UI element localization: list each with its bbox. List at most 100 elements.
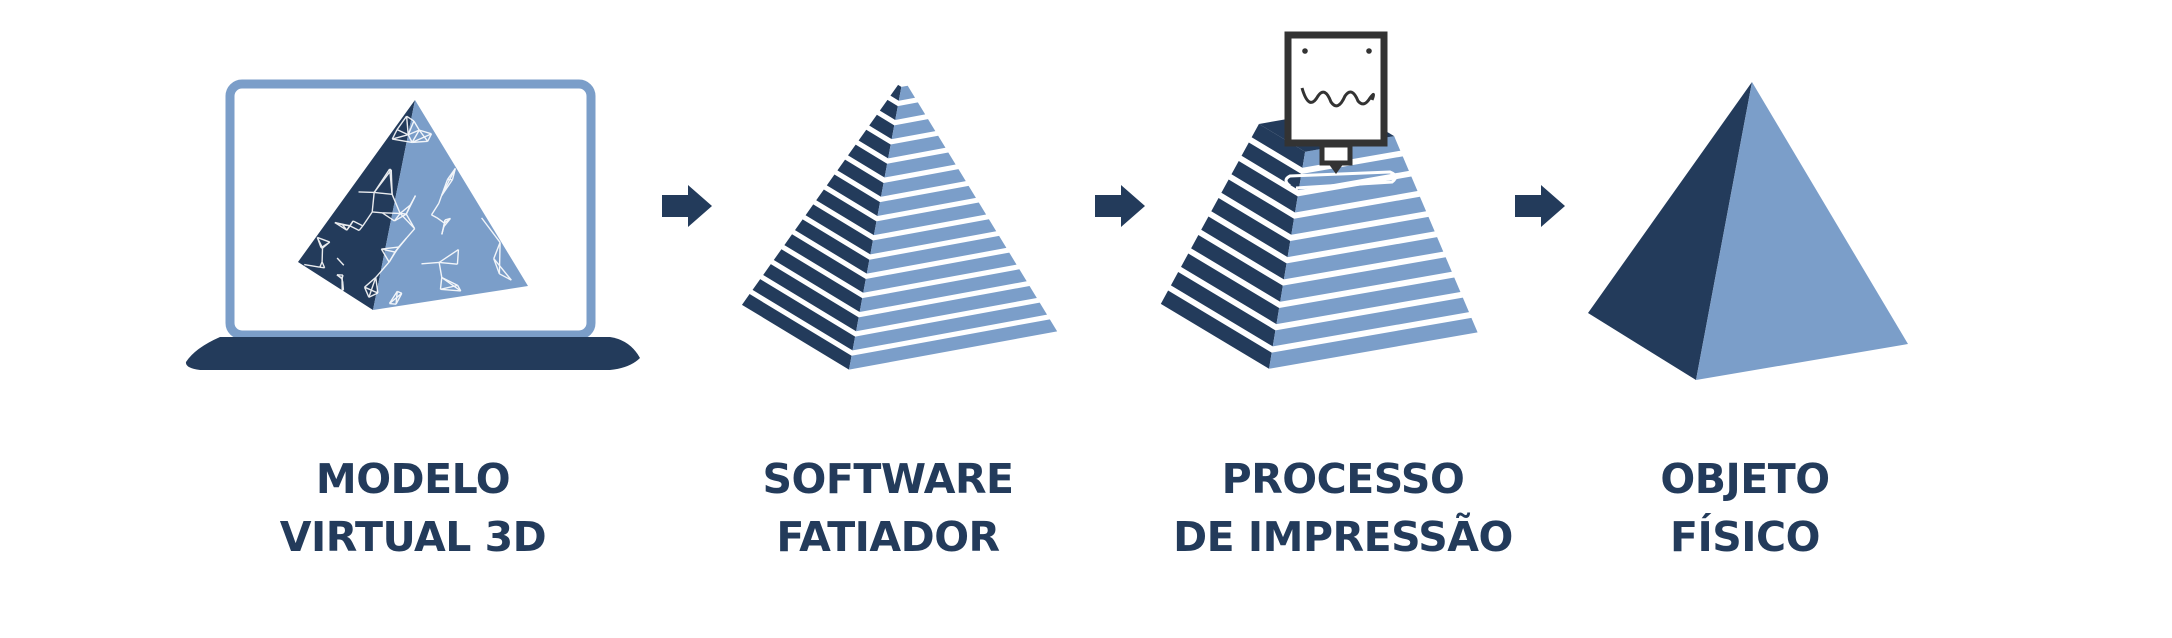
mesh-edge — [372, 211, 383, 214]
mesh-edge — [371, 192, 375, 213]
mesh-edge — [412, 140, 428, 144]
layer-left-stripe — [1211, 197, 1291, 258]
slice-left-stripe — [805, 204, 873, 255]
mesh-edge — [436, 217, 445, 224]
slice-right-stripe — [877, 185, 976, 216]
layer-left-stripe — [1231, 160, 1298, 213]
mesh-edge — [342, 224, 348, 231]
slice-left-stripe — [879, 99, 898, 120]
step-label-line2: DE IMPRESSÃO — [1173, 513, 1513, 561]
slice-left-stripe — [848, 144, 888, 178]
mesh-edge — [375, 261, 390, 278]
mesh-edge — [349, 220, 354, 227]
mesh-edge — [336, 257, 345, 266]
mesh-edge — [375, 277, 379, 294]
mesh-edge — [362, 211, 373, 227]
layer-right-stripe — [1295, 176, 1418, 213]
mesh-edge — [399, 212, 416, 230]
slice-left-stripe — [858, 129, 891, 159]
mesh-edge — [381, 246, 399, 250]
mesh-edge — [368, 292, 379, 298]
slice-right-stripe — [859, 269, 1027, 313]
arrow-right-icon — [1515, 185, 1565, 227]
mesh-edge — [418, 129, 429, 142]
mesh-edge — [349, 225, 360, 232]
slice-left-stripe — [763, 264, 859, 332]
mesh-edge — [391, 194, 401, 214]
mesh-edge — [440, 288, 461, 292]
mesh-edge — [373, 168, 391, 193]
step-label-line2: FATIADOR — [776, 513, 1000, 561]
slice-left-stripe — [869, 114, 895, 140]
slice-right-stripe — [891, 119, 936, 140]
step-label-line1: PROCESSO — [1221, 455, 1465, 503]
layer-right-stripe — [1272, 297, 1470, 347]
mesh-edge — [342, 224, 351, 227]
mesh-edge — [439, 261, 458, 265]
mesh-edge — [481, 217, 501, 243]
mesh-edge — [493, 258, 512, 281]
layer-right-stripe — [1287, 216, 1435, 258]
mesh-edge — [407, 134, 413, 143]
step-label-modelo: MODELO VIRTUAL 3D — [203, 450, 623, 566]
slice-right-stripe — [888, 135, 946, 159]
mesh-edge — [395, 291, 398, 305]
mesh-edge — [399, 204, 411, 214]
mesh-edge — [381, 248, 396, 253]
mesh-edge — [430, 203, 440, 216]
mesh-edge — [364, 276, 377, 288]
mesh-edge — [421, 261, 440, 265]
mesh-edge — [382, 212, 401, 215]
mesh-edge — [406, 115, 415, 122]
mesh-edge — [391, 129, 398, 140]
layer-left-stripe — [1201, 216, 1287, 280]
mesh-edge — [440, 284, 458, 291]
arrow-right-icon — [1095, 185, 1145, 227]
mesh-edge — [419, 129, 432, 135]
slice-left-stripe — [837, 159, 884, 197]
slice-left-stripe — [784, 234, 866, 293]
mesh-edge — [334, 221, 348, 231]
step-label-processo: PROCESSO DE IMPRESSÃO — [1133, 450, 1553, 566]
mesh-edge — [396, 290, 403, 294]
step-label-line2: VIRTUAL 3D — [279, 513, 547, 561]
slice-right-stripe — [873, 202, 987, 236]
layer-left-stripe — [1160, 290, 1272, 369]
mesh-edge — [493, 258, 501, 275]
step-label-line2: FÍSICO — [1670, 513, 1821, 561]
layer-left-stripe — [1191, 234, 1283, 302]
mesh-edge — [341, 278, 344, 284]
extrusion-path — [1284, 170, 1397, 190]
mesh-edge — [321, 261, 326, 269]
printing-pyramid-icon — [1160, 108, 1478, 369]
mesh-edge — [443, 217, 451, 227]
mesh-edge — [407, 120, 415, 136]
slice-right-stripe — [852, 302, 1048, 351]
mesh-edge — [381, 212, 395, 222]
mesh-edge — [389, 292, 403, 305]
mesh-edge — [364, 286, 379, 294]
mesh-edge — [400, 212, 407, 215]
mesh-edge — [407, 129, 420, 136]
mesh-edge — [368, 277, 377, 298]
mesh-edge — [341, 274, 344, 280]
slice-left-stripe — [890, 84, 902, 101]
mesh-edge — [396, 128, 409, 136]
step-label-line1: SOFTWARE — [762, 455, 1014, 503]
slice-left-stripe — [741, 294, 852, 370]
slice-right-stripe — [870, 219, 997, 255]
laptop-mesh-pyramid-icon — [185, 79, 640, 370]
mesh-edge — [456, 249, 460, 265]
mesh-edge — [438, 262, 443, 278]
mesh-edge — [394, 213, 407, 222]
mesh-edge — [392, 138, 413, 144]
step-label-line1: OBJETO — [1660, 455, 1830, 503]
slice-right-stripe — [881, 169, 966, 197]
slice-right-stripe — [863, 252, 1017, 293]
mesh-edge — [499, 273, 512, 281]
slice-right-stripe — [895, 102, 926, 120]
mesh-edge — [438, 195, 443, 204]
laptop-icon — [185, 79, 640, 370]
mesh-edge — [493, 242, 501, 259]
mesh-edge — [411, 129, 420, 143]
